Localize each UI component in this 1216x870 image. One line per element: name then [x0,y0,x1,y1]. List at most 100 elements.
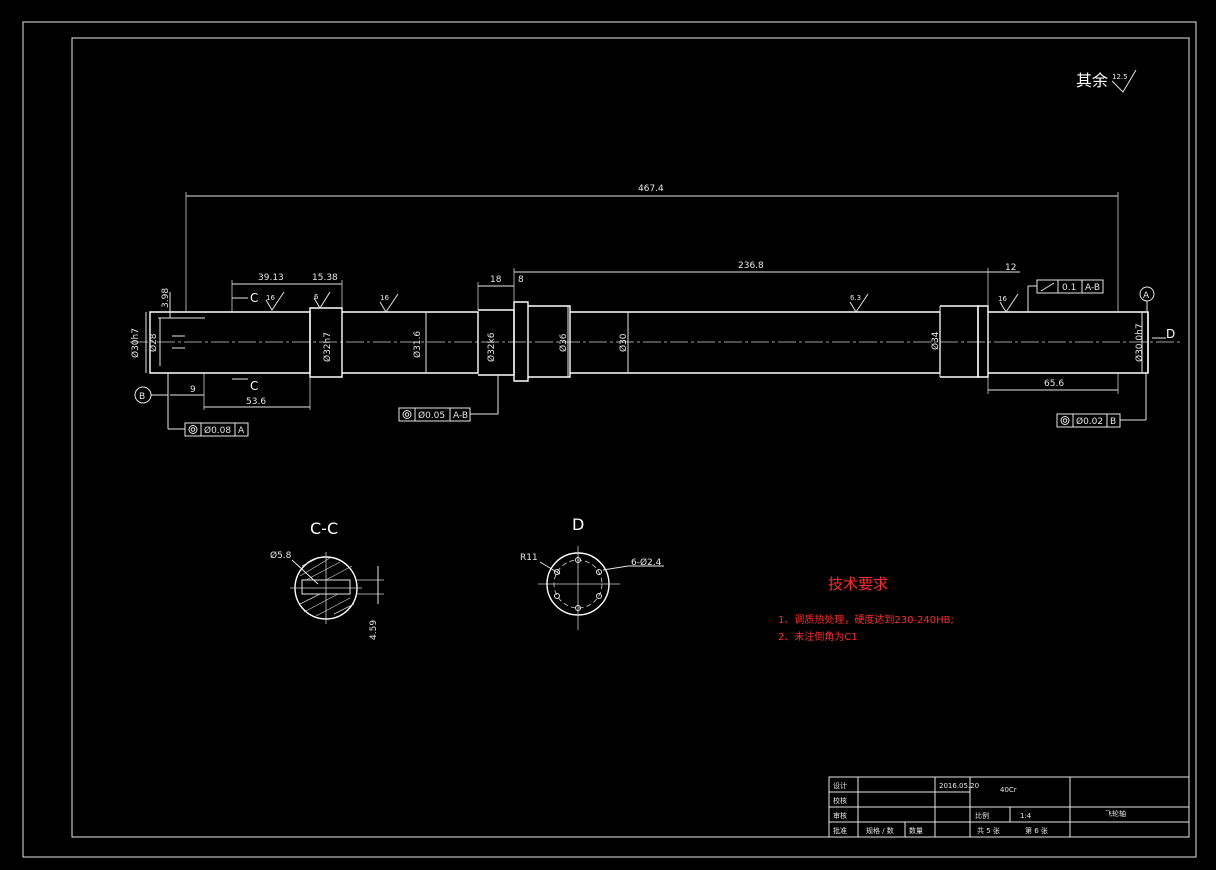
coaxiality-icon [188,425,198,434]
roughness-value: 16 [266,294,275,302]
dim-32k6: Ø32k6 [486,332,497,362]
leader-line [291,559,319,585]
roughness-mark-1: 16 [265,291,285,311]
roughness-value: 6 [314,293,319,301]
dim-65-6: 65.6 [1044,379,1064,389]
tolerance-frame-runout: 0.1 A-B [1027,279,1104,312]
roughness-value: 16 [998,295,1007,303]
tb-sheet-no: 第 6 张 [1025,826,1048,835]
section-cc-hatch [299,557,355,617]
roughness-value: 16 [380,294,389,302]
tb-approve: 批准 [833,826,847,835]
dim-34: Ø34 [930,331,941,350]
runout-arrow-icon [1040,282,1055,292]
shaft-segment-7 [940,305,979,378]
shaft-segment-5 [528,305,571,378]
tech-req-title: 技术要求 [828,575,888,593]
shaft-shoulder [513,301,529,382]
dim-39-13: 39.13 [258,273,284,283]
tolerance-frame-left: Ø0.08 A [167,373,249,437]
section-cc-diameter: Ø5.8 [270,550,292,561]
tolerance-datum: A-B [1085,283,1100,293]
hole [575,605,581,611]
hole [554,593,560,599]
general-roughness-note: 其余 12.5 [1076,69,1137,93]
view-d-title: D [572,515,584,534]
dim-30h7-left: Ø30h7 [130,328,141,358]
tech-req-item-2: 2、未注倒角为C1 [778,630,858,643]
view-d: D R11 6-Ø2.4 [520,515,664,630]
tb-sheets-total: 共 5 张 [977,826,1000,835]
leader-line [602,565,629,571]
tolerance-datum: A-B [453,411,468,421]
hole [554,569,560,575]
tolerance-value: Ø0.02 [1076,416,1103,427]
view-d-marker: D [1152,327,1175,341]
tb-standard: 规格 / 数 [866,826,894,835]
roughness-symbol-icon [999,293,1019,313]
hole [596,569,602,575]
technical-requirements: 技术要求 1、调质热处理，硬度达到230-240HB; 2、未注倒角为C1 [778,575,954,643]
tolerance-value: Ø0.05 [418,410,445,421]
tolerance-datum: A [238,426,245,436]
hole [596,593,602,599]
dim-overall-length: 467.4 [638,184,664,194]
coaxiality-icon [1060,416,1070,425]
dim-3-98: 3.98 [161,288,171,308]
roughness-note-label: 其余 [1076,71,1108,90]
tb-scale-label: 比例 [975,811,989,820]
section-cc-depth: 4.59 [369,620,379,640]
dim-236-8: 236.8 [738,261,764,271]
inner-frame [71,37,1190,838]
datum-a: A [1139,286,1155,312]
dim-12: 12 [1005,263,1016,273]
tolerance-frame-right: Ø0.02 B [1056,373,1147,428]
section-letter: C [250,291,258,305]
roughness-mark-2: 6 [313,291,331,309]
coaxiality-icon [402,410,412,419]
dim-30h7-right: Ø30.0h7 [1134,323,1145,362]
view-d-holes: 6-Ø2.4 [631,557,662,568]
roughness-symbol-icon [849,293,869,313]
tb-design: 设计 [833,781,847,790]
tb-date: 2016.05.20 [939,782,979,790]
roughness-mark-5: 16 [998,293,1019,313]
roughness-symbol-icon [313,291,331,309]
tb-review: 审核 [833,811,847,820]
tolerance-datum: B [1110,417,1116,427]
roughness-note-value: 12.5 [1112,73,1128,81]
roughness-symbol-icon [1111,69,1137,93]
roughness-symbol-icon [265,291,285,311]
section-marker-c-bottom: C [232,378,258,393]
tb-part-name: 飞轮轴 [1105,809,1126,818]
dim-31-6: Ø31.6 [412,331,423,358]
shaft-segment-8 [988,311,1149,374]
outer-frame [22,21,1197,858]
leader-line [539,561,561,575]
shaft-segment-1 [149,311,311,374]
dim-18: 18 [490,275,502,285]
datum-letter: B [139,392,145,402]
section-letter: C [250,379,258,393]
tb-check: 校核 [833,796,847,805]
tb-material: 40Cr [1000,786,1017,794]
shaft-segment-2 [309,307,343,378]
view-d-radius: R11 [520,553,538,563]
shaft-main-view: 467.4 39.13 15.38 18 8 236.8 12 Ø30h7 Ø2… [130,184,1180,437]
dim-15-38: 15.38 [312,273,338,283]
roughness-symbol-icon [379,293,399,313]
coaxiality-icon-inner [190,427,196,432]
tolerance-frame-mid: Ø0.05 A-B [398,375,499,422]
roughness-value: 6.3 [850,294,861,302]
section-marker-c-top: C [232,291,258,305]
dim-36: Ø36 [558,333,569,352]
dim-8: 8 [518,275,524,285]
dim-30: Ø30 [618,333,629,352]
title-block: 设计 校核 审核 批准 2016.05.20 40Cr 比例 1:4 飞轮轴 规… [828,776,1190,838]
tolerance-value: 0.1 [1062,283,1076,293]
coaxiality-icon-inner [1062,418,1068,423]
section-cc-view: C-C Ø5.8 4.59 [270,519,384,640]
hole [575,557,581,563]
tb-count: 数量 [909,826,923,835]
